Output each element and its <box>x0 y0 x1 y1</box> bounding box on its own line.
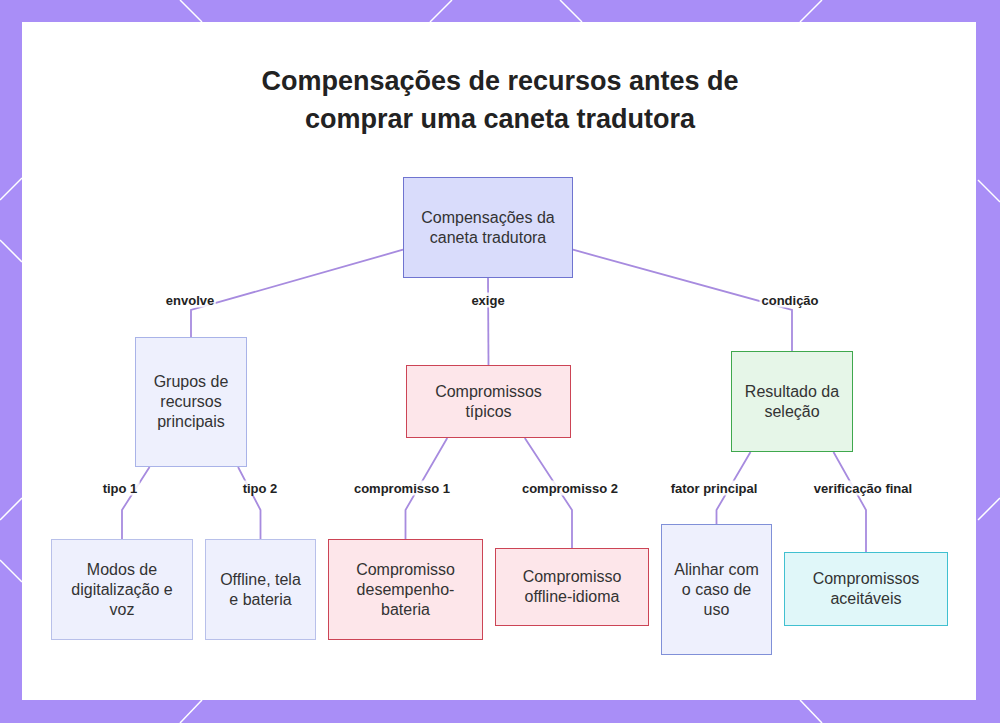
connector <box>191 250 403 337</box>
process-box: Offline, tela e bateria <box>205 539 316 640</box>
edge-label: compromisso 1 <box>352 481 452 496</box>
connector <box>122 467 150 539</box>
corner-line <box>0 498 22 520</box>
node-text: Compensações da caneta tradutora <box>414 208 562 248</box>
process-box: Grupos de recursos principais <box>135 337 247 467</box>
corner-line <box>0 240 22 262</box>
panel <box>22 22 976 700</box>
node-text: Grupos de recursos principais <box>146 372 236 432</box>
node-text: Offline, tela e bateria <box>216 570 305 610</box>
node-text: Compromissos típicos <box>417 382 560 422</box>
corner-line <box>0 178 22 200</box>
corner-line <box>0 560 22 582</box>
node-text: Modos de digitalização e voz <box>62 560 182 620</box>
corner-line <box>180 0 202 22</box>
connector <box>238 467 260 539</box>
connector <box>833 452 866 552</box>
connector <box>487 278 489 365</box>
process-box: Compromissos típicos <box>406 365 571 438</box>
node-text: Compromisso offline-idioma <box>506 567 638 607</box>
corner-line <box>560 0 582 22</box>
edge-label: exige <box>469 293 506 308</box>
node-text: Compromissos aceitáveis <box>795 569 937 609</box>
process-box: Modos de digitalização e voz <box>51 539 193 640</box>
edge-label: verificação final <box>812 481 914 496</box>
process-box: Compromisso offline-idioma <box>495 548 649 626</box>
corner-line <box>978 180 1000 202</box>
edge-label: tipo 2 <box>241 481 280 496</box>
edge-label: tipo 1 <box>101 481 140 496</box>
corner-line <box>800 700 822 723</box>
edge-label: condição <box>759 293 820 308</box>
node-text: Alinhar com o caso de uso <box>672 560 761 620</box>
process-box: Alinhar com o caso de uso <box>661 524 772 655</box>
edge-label: compromisso 2 <box>520 481 620 496</box>
process-box: Compromissos aceitáveis <box>784 552 948 626</box>
process-box: Compromisso desempenho-bateria <box>328 539 483 640</box>
edge-label: envolve <box>164 293 216 308</box>
corner-line <box>180 700 202 723</box>
process-box: Compensações da caneta tradutora <box>403 177 573 278</box>
diagram-title: Compensações de recursos antes de compra… <box>200 62 800 138</box>
corner-line <box>800 0 822 22</box>
corner-line <box>978 498 1000 520</box>
process-box: Resultado da seleção <box>731 351 853 452</box>
node-text: Compromisso desempenho-bateria <box>339 560 472 620</box>
corner-line <box>430 0 452 22</box>
edge-label: fator principal <box>669 481 760 496</box>
node-text: Resultado da seleção <box>742 382 842 422</box>
